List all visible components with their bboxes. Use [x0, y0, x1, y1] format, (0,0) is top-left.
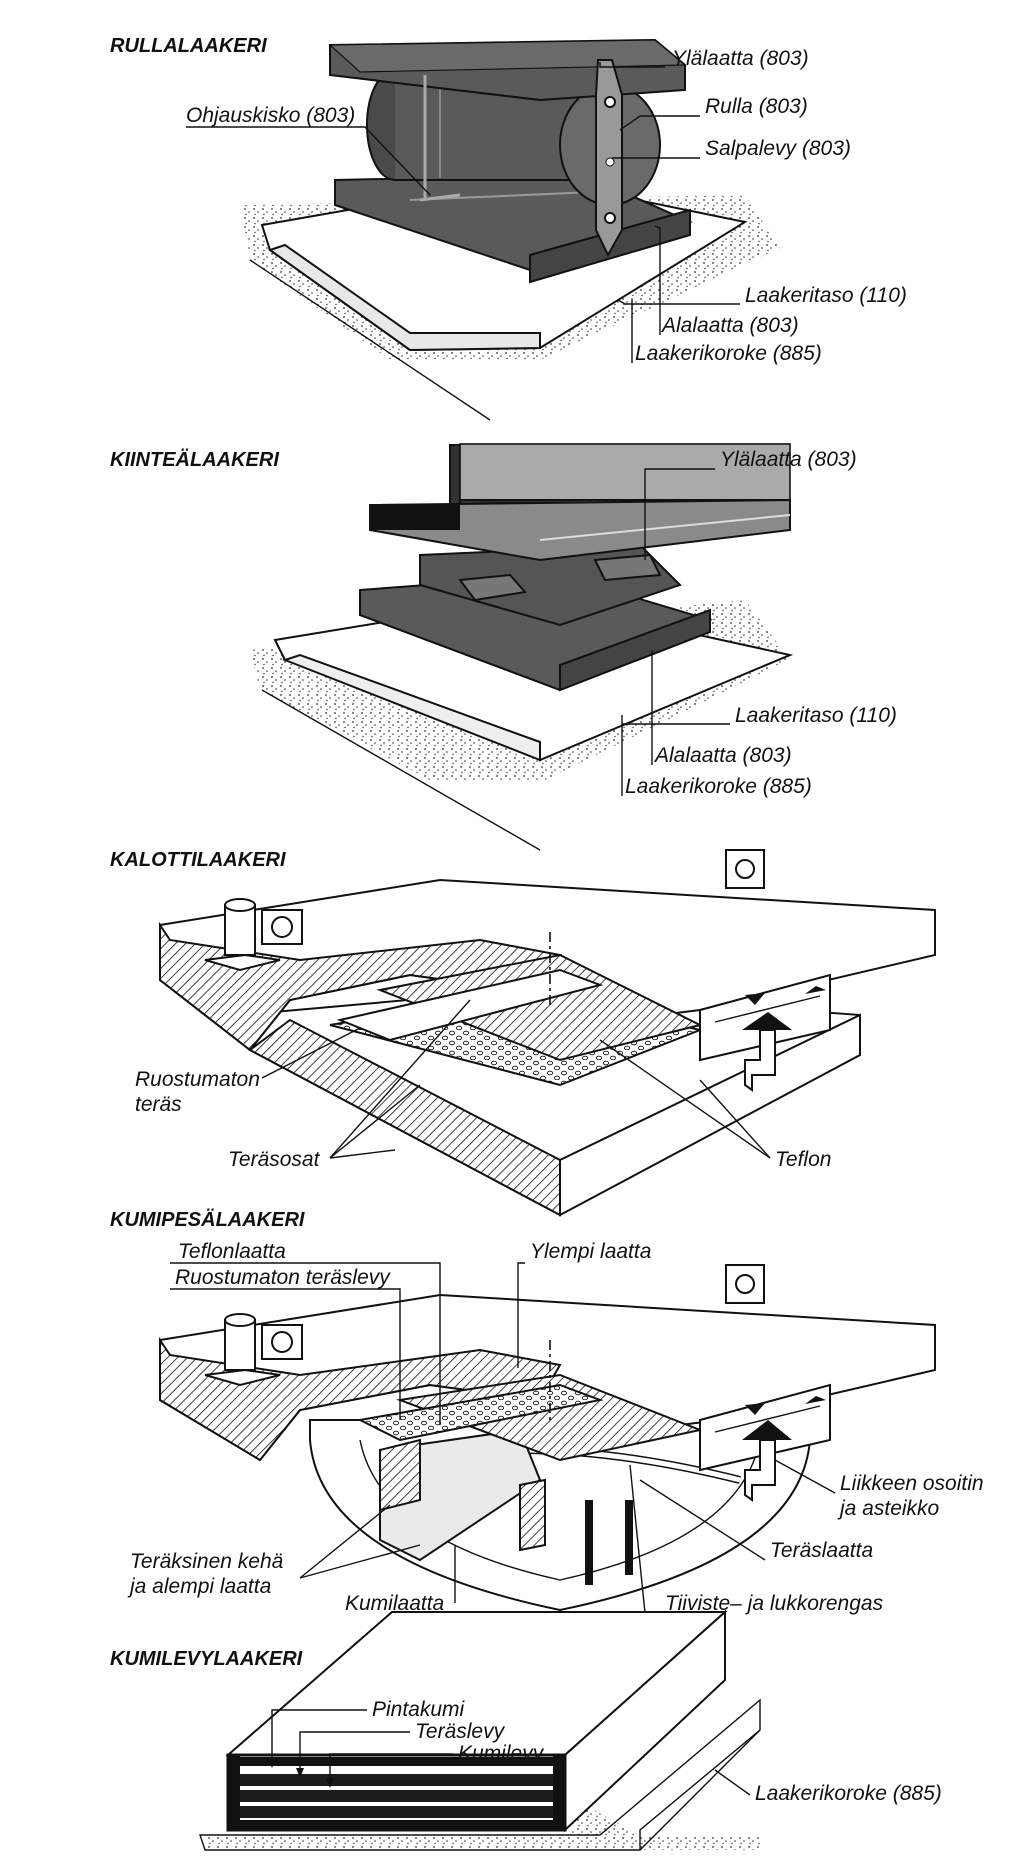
label-fixed-alalaatta: Alalaatta (803) [653, 744, 792, 767]
label-teflon: Teflon [775, 1148, 831, 1171]
label-laakerikoroke: Laakerikoroke (885) [635, 342, 822, 365]
label-fixed-laakerikoroke: Laakerikoroke (885) [625, 775, 812, 798]
label-pintakumi: Pintakumi [372, 1698, 466, 1721]
elastomeric-bearing-title: KUMILEVYLAAKERI [110, 1648, 303, 1670]
pot-bearing-title: KUMIPESÄLAAKERI [110, 1208, 305, 1231]
label-ruostumaton-teraslevy: Ruostumaton teräslevy [175, 1266, 391, 1289]
label-ruostumaton-2: teräs [135, 1093, 182, 1116]
elastomeric-bearing-section: KUMILEVYLAAKERI Pintakumi Teräslevy Kumi… [110, 1609, 942, 1851]
label-salpalevy: Salpalevy (803) [705, 137, 851, 160]
roller-bearing-section: RULLALAAKERI Ylälaatta (803) O [110, 35, 907, 421]
label-ylalaatta: Ylälaatta (803) [672, 47, 809, 70]
label-tiiviste: Tiiviste– ja lukkorengas [665, 1592, 884, 1615]
label-teraslevy: Teräslevy [415, 1720, 506, 1743]
label-elastomeric-laakerikoroke: Laakerikoroke (885) [755, 1782, 942, 1805]
label-teraslaatta: Teräslaatta [770, 1539, 873, 1562]
label-laakeritaso: Laakeritaso (110) [745, 284, 907, 307]
label-alalaatta: Alalaatta (803) [660, 314, 799, 337]
spherical-bearing-section: KALOTTILAAKERI Ruostumato [110, 849, 936, 1217]
label-liikkeen-2: ja asteikko [837, 1497, 940, 1520]
label-ohjauskisko: Ohjauskisko (803) [186, 104, 355, 127]
label-kumilaatta: Kumilaatta [345, 1592, 444, 1615]
fixed-bearing-section: KIINTEÄLAAKERI Ylälaatta (803) Laakerita… [110, 443, 897, 851]
label-kumilevy: Kumilevy [458, 1742, 545, 1765]
label-liikkeen-1: Liikkeen osoitin [840, 1472, 984, 1495]
label-rulla: Rulla (803) [705, 95, 808, 118]
label-fixed-ylalaatta: Ylälaatta (803) [720, 448, 857, 471]
spherical-bearing-drawing [159, 849, 936, 1217]
label-ylempi-laatta: Ylempi laatta [530, 1240, 651, 1263]
fixed-bearing-drawing [250, 443, 794, 851]
label-ruostumaton-1: Ruostumaton [135, 1068, 260, 1091]
spherical-bearing-title: KALOTTILAAKERI [110, 849, 286, 871]
pot-bearing-section: KUMIPESÄLAAKERI [110, 1208, 984, 1615]
label-fixed-laakeritaso: Laakeritaso (110) [735, 704, 897, 727]
roller-bearing-drawing [240, 38, 780, 421]
pot-bearing-drawing [159, 1264, 936, 1612]
roller-bearing-title: RULLALAAKERI [110, 35, 267, 57]
elastomeric-bearing-drawing [199, 1609, 761, 1851]
label-teraksinen-2: ja alempi laatta [127, 1575, 271, 1598]
label-teflonlaatta: Teflonlaatta [178, 1240, 286, 1263]
fixed-bearing-title: KIINTEÄLAAKERI [110, 448, 279, 471]
label-terasosat: Teräsosat [228, 1148, 321, 1171]
label-teraksinen-1: Teräksinen kehä [130, 1550, 284, 1573]
